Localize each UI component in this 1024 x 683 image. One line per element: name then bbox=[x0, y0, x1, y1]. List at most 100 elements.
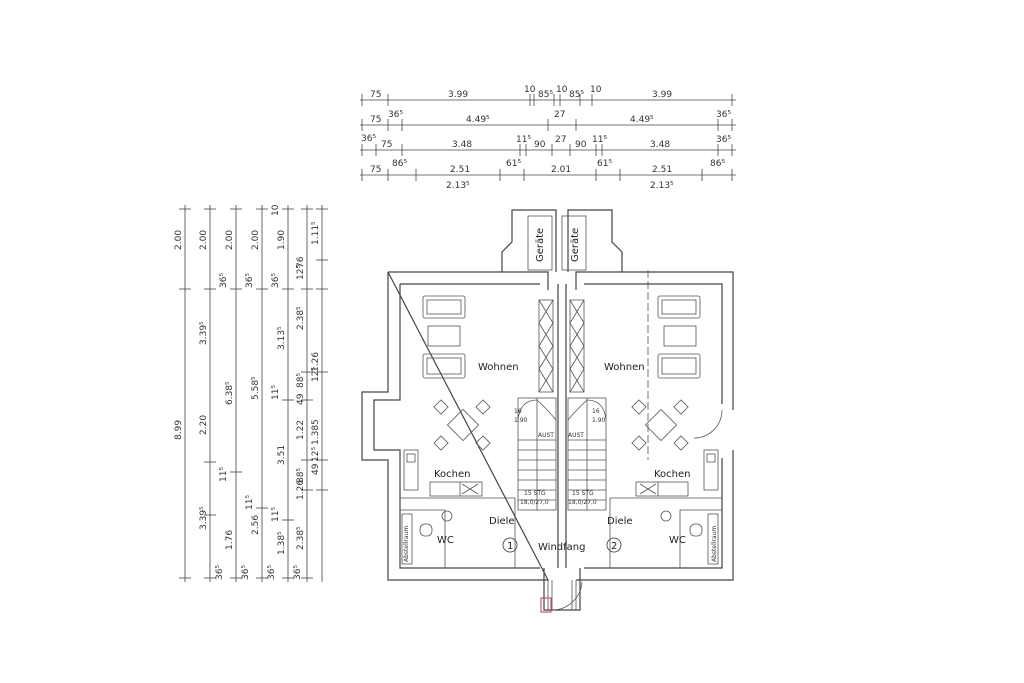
dim-label: 8.99 bbox=[174, 420, 184, 440]
dim-label: 3.39⁵ bbox=[199, 506, 209, 530]
room-label-utility-right: Abstellraum bbox=[711, 526, 718, 562]
furniture-right bbox=[606, 270, 719, 565]
dim-label: 49 bbox=[311, 463, 321, 475]
stair-label: 1.90 bbox=[592, 417, 606, 424]
unit-number-left: 1 bbox=[507, 541, 513, 552]
room-label-kitchen-left: Kochen bbox=[434, 469, 471, 480]
dim-label: 3.51 bbox=[277, 445, 287, 465]
room-label-storage-right: Geräte bbox=[570, 228, 581, 262]
dim-label: 75 bbox=[370, 90, 381, 100]
building-walls: Geräte Geräte bbox=[361, 209, 734, 613]
dim-label: 75 bbox=[381, 140, 392, 150]
dim-label: 36⁵ bbox=[241, 565, 251, 580]
dim-label: 2.13⁵ bbox=[446, 181, 470, 191]
dim-label: 36⁵ bbox=[215, 565, 225, 580]
top-dimension-chains: 75 3.99 10 85⁵ 10 85⁵ 10 3.99 75 36⁵ 4.4… bbox=[360, 85, 736, 191]
dim-label: 61⁵ bbox=[506, 159, 521, 169]
dim-label: 12⁵ bbox=[311, 367, 321, 382]
dim-label: 90 bbox=[575, 140, 587, 150]
dim-label: 86⁵ bbox=[392, 159, 407, 169]
dim-label: 85⁵ bbox=[538, 90, 553, 100]
dim-label: 1.90 bbox=[277, 230, 287, 250]
dim-label: 2.00 bbox=[174, 230, 184, 250]
dim-label: 85⁵ bbox=[569, 90, 584, 100]
dim-label: 61⁵ bbox=[597, 159, 612, 169]
dim-label: 12⁵ bbox=[296, 265, 306, 280]
room-label-hall-right: Diele bbox=[607, 516, 633, 527]
dim-label: 3.48 bbox=[452, 140, 472, 150]
dim-label: 6.38⁵ bbox=[225, 381, 235, 405]
dim-label: 3.13⁵ bbox=[277, 326, 287, 350]
dim-label: 11⁵ bbox=[219, 467, 229, 482]
room-label-wc-left: WC bbox=[437, 535, 454, 546]
dim-label: 2.51 bbox=[652, 165, 672, 175]
unit-number-right: 2 bbox=[611, 541, 617, 552]
dim-label: 3.48 bbox=[650, 140, 670, 150]
dim-label: 27 bbox=[554, 110, 565, 120]
stairs-right bbox=[567, 397, 607, 511]
dim-label: 10 bbox=[556, 85, 568, 95]
dim-label: 90 bbox=[534, 140, 546, 150]
dim-label: 11⁵ bbox=[271, 507, 281, 522]
stair-label: AUST bbox=[568, 432, 584, 439]
dim-label: 1.385 bbox=[311, 419, 321, 445]
dim-label: 5.58⁵ bbox=[251, 376, 261, 400]
stairs-left bbox=[517, 397, 557, 511]
ticks-row2 bbox=[361, 119, 733, 131]
dim-label: 4.49⁵ bbox=[466, 115, 490, 125]
dim-label: 3.99 bbox=[448, 90, 468, 100]
dim-label: 12⁵ bbox=[311, 447, 321, 462]
stair-label: 15 STG bbox=[524, 490, 546, 497]
dim-label: 11⁵ bbox=[245, 495, 255, 510]
dim-label: 27 bbox=[555, 135, 566, 145]
stair-label: 16 bbox=[514, 408, 522, 415]
dim-label: 11⁵ bbox=[271, 385, 281, 400]
dim-label: 1.76 bbox=[225, 530, 235, 550]
dim-label: 36⁵ bbox=[271, 273, 281, 288]
dim-label: 3.39⁵ bbox=[199, 321, 209, 345]
dim-label: 36⁵ bbox=[716, 135, 731, 145]
left-dimension-chains: 2.00 8.99 3.39⁵ 36⁵ 2.00 3.39⁵ 2.20 1.76… bbox=[174, 204, 328, 582]
furniture-left bbox=[401, 295, 518, 565]
dim-label: 49 bbox=[296, 393, 306, 405]
room-label-storage-left: Geräte bbox=[535, 228, 546, 262]
entry-markers bbox=[502, 537, 622, 553]
dim-label: 11⁵ bbox=[516, 135, 531, 145]
dim-label: 2.38⁵ bbox=[296, 306, 306, 330]
dim-label: 4.49⁵ bbox=[630, 115, 654, 125]
stair-label: 18,0/27,0 bbox=[520, 499, 549, 506]
dim-label: 36⁵ bbox=[293, 565, 303, 580]
room-label-living-left: Wohnen bbox=[478, 362, 519, 373]
dim-label: 88⁵ bbox=[296, 468, 306, 483]
stair-label: 15 STG bbox=[572, 490, 594, 497]
dim-label: 10 bbox=[524, 85, 536, 95]
dim-label: 2.00 bbox=[199, 230, 209, 250]
ticks-row4 bbox=[361, 169, 733, 181]
stair-label: 18,0/27,0 bbox=[568, 499, 597, 506]
dim-label: 1.26 bbox=[311, 352, 321, 372]
storage-cabinets bbox=[538, 299, 585, 393]
dim-label: 1.38⁵ bbox=[277, 531, 287, 555]
dim-label: 10 bbox=[590, 85, 602, 95]
cabinets-and-stairs: 16 1.90 AUST 15 STG 18,0/27,0 16 1.90 AU… bbox=[514, 299, 607, 511]
dim-label: 10 bbox=[271, 204, 281, 216]
dim-label: 2.56 bbox=[251, 515, 261, 535]
stair-label: 1.90 bbox=[514, 417, 528, 424]
dim-label: 36⁵ bbox=[267, 565, 277, 580]
dim-label: 2.00 bbox=[225, 230, 235, 250]
dim-label: 2.01 bbox=[551, 165, 571, 175]
room-label-hall-left: Diele bbox=[489, 516, 515, 527]
dim-label: 2.20 bbox=[199, 415, 209, 435]
dim-label: 76 bbox=[296, 256, 306, 268]
stair-label: AUST bbox=[538, 432, 554, 439]
dim-label: 1.11⁵ bbox=[311, 221, 321, 245]
dim-label: 2.51 bbox=[450, 165, 470, 175]
ticks-row3 bbox=[361, 144, 733, 156]
stair-label: 16 bbox=[592, 408, 600, 415]
room-label-living-right: Wohnen bbox=[604, 362, 645, 373]
room-label-utility-left: Abstellraum bbox=[403, 526, 410, 562]
dim-label: 86⁵ bbox=[710, 159, 725, 169]
room-label-kitchen-right: Kochen bbox=[654, 469, 691, 480]
dim-label: 1.22 bbox=[296, 420, 306, 440]
